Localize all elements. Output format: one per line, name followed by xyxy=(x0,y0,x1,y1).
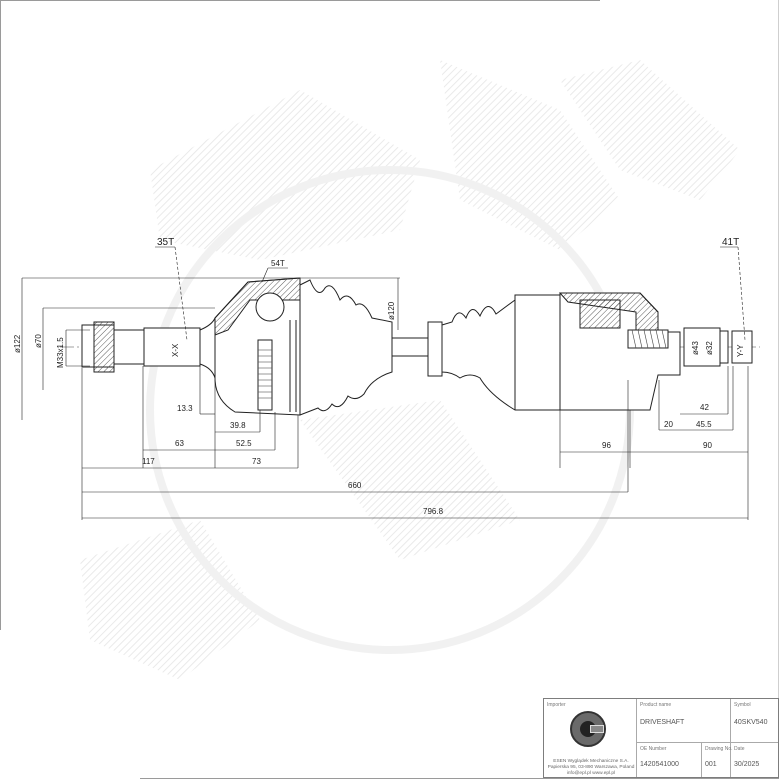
date-cell: Date 30/2025 xyxy=(731,743,778,777)
dim-45-5: 45.5 xyxy=(696,420,712,429)
dim-73: 73 xyxy=(252,457,261,466)
product-cell: Product name DRIVESHAFT xyxy=(637,699,731,743)
marker-y-y: Y-Y xyxy=(736,344,745,357)
callout-leaders xyxy=(155,246,746,341)
damper xyxy=(427,321,443,377)
importer-address: ESEN Wyglądek Mechaniczne S.A. Papierska… xyxy=(547,759,635,776)
dim-96: 96 xyxy=(602,441,611,450)
dim-117: 117 xyxy=(142,457,155,466)
importer-cell: Importer ESEN Wyglądek Mechaniczne S.A. … xyxy=(544,699,637,777)
product-label: Product name xyxy=(640,702,672,708)
dim-42: 42 xyxy=(700,403,709,412)
dim-d120: ø120 xyxy=(387,301,396,320)
dim-d43: ø43 xyxy=(691,341,700,355)
drawing-no-label: Drawing No. xyxy=(705,746,733,752)
outer-stub xyxy=(81,317,216,379)
oe-number-value: 1420541000 xyxy=(640,761,679,768)
callout-35t: 35T xyxy=(157,237,174,248)
dim-20: 20 xyxy=(664,420,673,429)
inner-cv-housing xyxy=(558,292,681,411)
frame-top-border xyxy=(0,0,600,1)
symbol-value: 40SKV540 xyxy=(734,719,768,726)
inner-boot xyxy=(441,294,561,411)
dim-13-3: 13.3 xyxy=(177,404,193,413)
drawing-no-value: 001 xyxy=(705,761,717,768)
left-diameter-lines xyxy=(21,277,400,420)
marker-x-x: X-X xyxy=(171,343,180,357)
dim-660: 660 xyxy=(348,481,362,490)
product-value: DRIVESHAFT xyxy=(640,719,685,726)
dim-63: 63 xyxy=(175,439,184,448)
company-logo xyxy=(570,711,606,747)
dim-52-5: 52.5 xyxy=(236,439,252,448)
inner-stub xyxy=(683,327,753,367)
dim-90: 90 xyxy=(703,441,712,450)
outer-boot xyxy=(289,279,393,416)
importer-label: Importer xyxy=(547,702,566,708)
title-block: Importer ESEN Wyglądek Mechaniczne S.A. … xyxy=(543,698,779,778)
callout-54t: 54T xyxy=(271,259,285,268)
oe-number-label: OE Number xyxy=(640,746,667,752)
bottom-dimension-lines xyxy=(81,366,749,520)
dim-d32: ø32 xyxy=(705,341,714,355)
frame-left-border xyxy=(0,0,1,630)
date-value: 30/2025 xyxy=(734,761,760,768)
drawing-no-cell: Drawing No. 001 xyxy=(702,743,733,777)
dim-796-8: 796.8 xyxy=(423,507,444,516)
dim-thread: M33x1.5 xyxy=(56,337,65,368)
date-label: Date xyxy=(734,746,745,752)
dim-d122: ø122 xyxy=(13,334,22,353)
dim-39-8: 39.8 xyxy=(230,421,246,430)
callout-41t: 41T xyxy=(722,237,739,248)
symbol-cell: Symbol 40SKV540 xyxy=(731,699,778,743)
watermark-logo xyxy=(80,60,740,680)
dim-d70: ø70 xyxy=(34,334,43,348)
outer-cv-joint xyxy=(214,277,301,416)
symbol-label: Symbol xyxy=(734,702,751,708)
oe-number-cell: OE Number 1420541000 xyxy=(637,743,702,777)
logo-badge xyxy=(590,725,604,733)
main-shaft xyxy=(391,337,433,357)
